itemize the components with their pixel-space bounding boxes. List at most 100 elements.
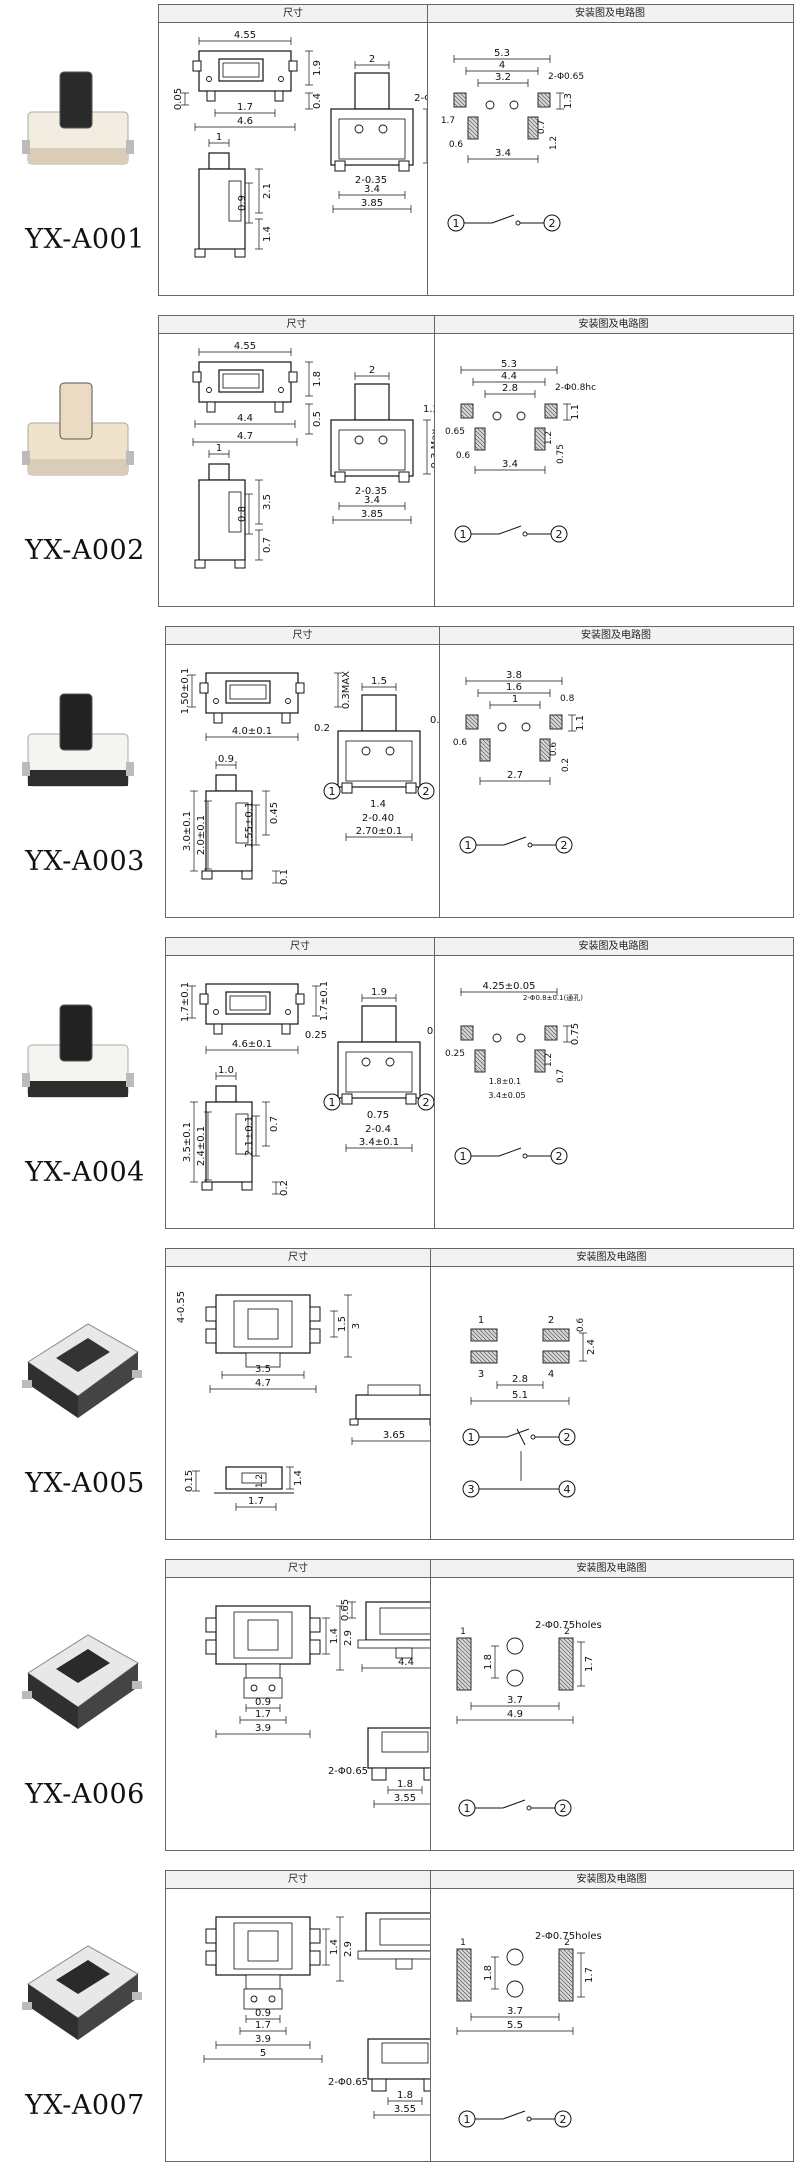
dimension-label: 4: [499, 60, 505, 71]
dimension-label: 3.4: [502, 459, 518, 470]
solder-pad: [558, 1948, 574, 2002]
hole-circle: [522, 531, 528, 537]
model-number: YX-A005: [25, 1468, 145, 1499]
solder-pad: [460, 1025, 474, 1041]
drawing-outline: [222, 62, 260, 78]
dimension-label: 4.0±0.1: [232, 726, 272, 737]
dimension-label: 0.6: [449, 140, 464, 150]
product-photo: [8, 650, 148, 830]
product-photo: [8, 1894, 148, 2074]
drawing-outline: [234, 248, 246, 258]
drawing-outline: [309, 1928, 321, 1944]
dimension-label: 0.7: [269, 1116, 280, 1132]
dimension-label: 0.25: [305, 1030, 327, 1041]
solder-pad: [558, 1637, 574, 1691]
dimension-label: 1.6: [506, 682, 522, 693]
drawing-outline: [213, 1023, 223, 1035]
dimension-label: 1.5: [337, 1316, 348, 1332]
dimension-label: 1.3: [563, 93, 574, 109]
drawing-outline: [309, 1306, 321, 1322]
dimension-label: 2.70±0.1: [356, 826, 403, 837]
dimension-label: 0.5: [312, 411, 323, 427]
drawing-outline: [245, 1663, 281, 1679]
dimension-label: 1.7: [441, 116, 455, 126]
hole-circle: [485, 100, 495, 110]
dimension-label: 0.1: [279, 869, 290, 885]
drawing-outline: [194, 559, 206, 569]
pin-marker: 1: [462, 1428, 480, 1446]
switch-terminal: [22, 762, 30, 776]
pin-number: 2: [423, 1096, 430, 1109]
drawing-line: [498, 1147, 522, 1157]
dimension-label: 2: [564, 1627, 570, 1637]
pin-number: 1: [453, 217, 460, 230]
drawing-outline: [247, 1619, 279, 1651]
drawing-outline: [361, 1005, 397, 1043]
dimension-label: 1.9: [371, 987, 387, 998]
panel-divider: [439, 627, 440, 917]
panel-divider: [434, 938, 435, 1228]
installation-header: 安装图及电路图: [430, 1249, 793, 1267]
pin-number: 2: [564, 1431, 571, 1444]
drawing-outline: [241, 870, 253, 880]
switch-terminal: [126, 762, 134, 776]
drawing-outline: [274, 90, 284, 102]
drawing-outline: [309, 1639, 321, 1655]
switch-actuator: [59, 693, 93, 751]
dimension-label: 1.1: [575, 715, 586, 731]
product-photo: [8, 1272, 148, 1452]
product-photo: [8, 961, 148, 1141]
hole-circle: [385, 746, 395, 756]
dimension-label: 1: [460, 1938, 466, 1948]
hole-circle: [497, 722, 507, 732]
panel-divider: [430, 1871, 431, 2161]
drawing-outline: [243, 1677, 283, 1699]
pin-marker: 4: [558, 1480, 576, 1498]
installation-header: 安装图及电路图: [430, 1871, 793, 1889]
drawing-outline: [423, 1767, 439, 1781]
drawing-line: [506, 1428, 530, 1438]
drawing-outline: [213, 712, 223, 724]
installation-header: 安装图及电路图: [427, 5, 793, 23]
dimension-label: 3: [478, 1369, 484, 1380]
dimension-label: 4.7: [255, 1378, 271, 1389]
drawing-outline: [245, 1352, 281, 1368]
solder-pad: [549, 714, 563, 730]
switch-base: [78, 1352, 138, 1418]
dimension-label: 0.45: [269, 802, 280, 824]
drawing-outline: [295, 993, 305, 1005]
drawing-outline: [225, 680, 271, 704]
dimension-label: 1.8: [397, 2090, 413, 2101]
drawing-outline: [235, 802, 249, 844]
model-number: YX-A003: [25, 846, 145, 877]
dimension-drawing: 1.50±0.10.3MAX4.0±0.10.21.50.51.42-0.402…: [166, 645, 446, 921]
drawing-outline: [218, 369, 264, 393]
dimension-label: 3.4: [364, 184, 380, 195]
dimension-label: 0.65: [340, 1599, 351, 1621]
hole-circle: [278, 76, 284, 82]
hole-circle: [268, 1684, 276, 1692]
model-number: YX-A004: [25, 1157, 145, 1188]
dimension-drawing: 4.551.84.44.70.521.20.3 Max.2-0.353.43.8…: [159, 334, 441, 610]
solder-pad: [537, 92, 551, 108]
drawing-outline: [228, 180, 242, 222]
solder-pad: [474, 1049, 486, 1073]
dimension-drawing: 4.551.90.051.74.60.422-Φ0.52.32-0.353.43…: [159, 23, 448, 299]
dimension-label: 1.7: [255, 2020, 271, 2031]
drawing-outline: [345, 1051, 413, 1093]
dimension-label: 0.6: [549, 742, 559, 757]
dimension-label: 1.8±0.1: [489, 1077, 521, 1086]
drawing-outline: [405, 782, 417, 794]
dimension-label: 0.3 Max.: [430, 426, 434, 469]
drawing-outline: [357, 1950, 455, 1960]
drawing-outline: [205, 672, 299, 714]
dimension-label: 0.7: [537, 120, 547, 134]
dimension-label: 3.4±0.1: [359, 1137, 399, 1148]
hole-circle: [361, 746, 371, 756]
dimension-label: 2: [369, 365, 375, 376]
pin-number: 3: [468, 1483, 475, 1496]
dimension-label: 4.25±0.05: [483, 981, 536, 992]
hole-circle: [526, 1805, 532, 1811]
